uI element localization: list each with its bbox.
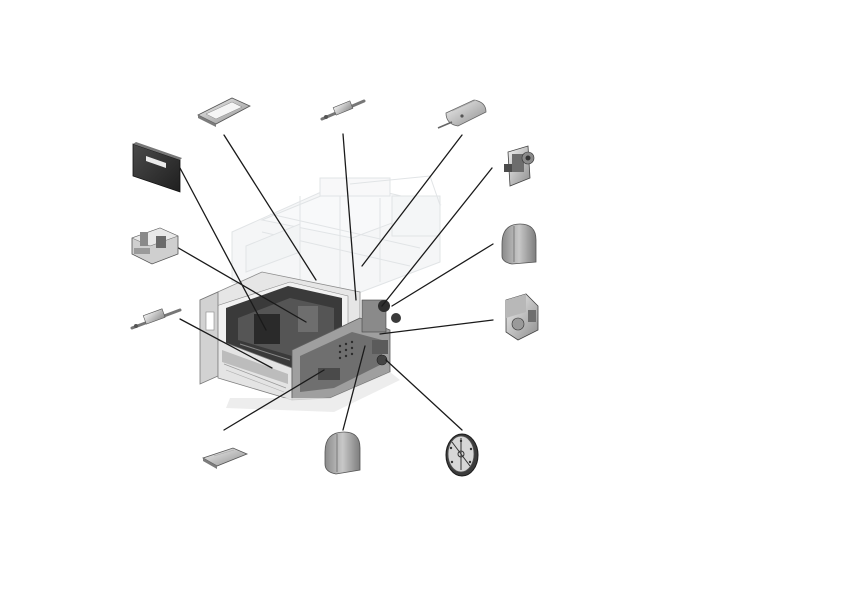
end-cap-icon xyxy=(324,431,361,475)
leader-cap-right-upper xyxy=(391,243,494,307)
leader-cap-bottom-center xyxy=(342,345,366,431)
central-printer-assembly xyxy=(199,175,442,412)
rod-sensor-icon xyxy=(320,99,366,121)
mount-bracket-icon xyxy=(505,293,539,341)
small-plate-icon xyxy=(202,447,249,469)
curved-guide-icon xyxy=(437,99,487,129)
bracket-icon xyxy=(131,227,179,265)
leader-rod-sensor-left xyxy=(179,318,273,369)
ghost-scanner-frame xyxy=(231,175,442,301)
leader-plate-top-left xyxy=(223,134,317,281)
leader-lines xyxy=(174,133,494,431)
leader-mount-bracket-right xyxy=(379,319,494,335)
cover-panel-icon xyxy=(132,142,182,193)
printer-body xyxy=(199,271,401,412)
leader-drive-gear-block xyxy=(381,167,493,307)
gear-block-icon xyxy=(504,145,535,187)
leader-rod-sensor-top xyxy=(342,133,357,301)
leader-round-cover-gear xyxy=(385,359,463,431)
leader-bracket-assembly xyxy=(174,245,307,323)
leader-small-plate-bottom xyxy=(223,369,325,431)
round-cover-icon xyxy=(445,433,479,477)
end-cap-icon xyxy=(501,223,537,265)
rod-sensor-icon xyxy=(130,308,182,330)
leader-dark-cover-panel xyxy=(179,167,267,331)
board-perforations xyxy=(338,340,354,360)
flat-plate-icon xyxy=(197,97,251,127)
leader-curved-guide xyxy=(361,134,463,267)
